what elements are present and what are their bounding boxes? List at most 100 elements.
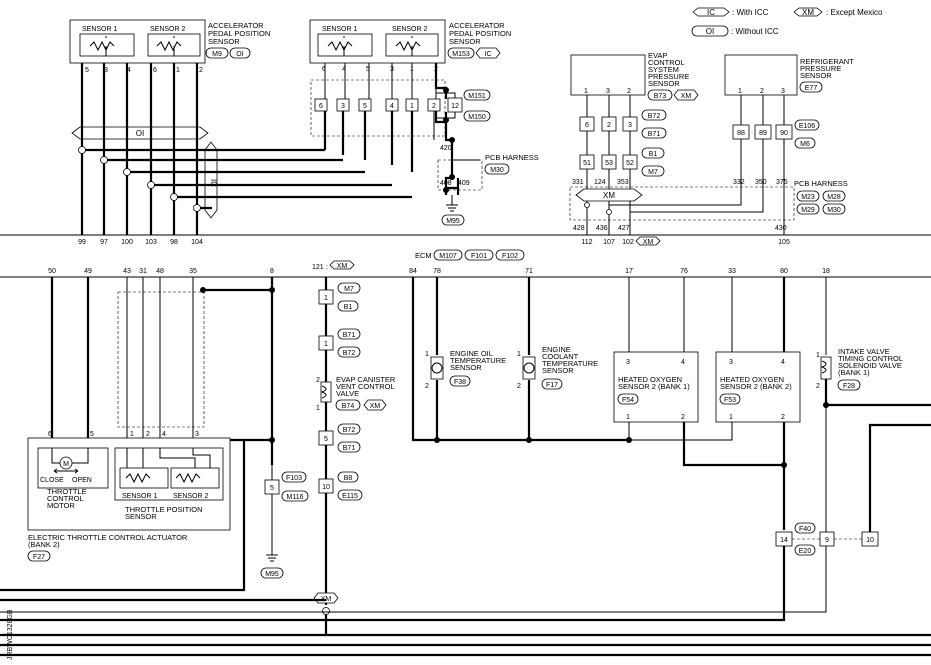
bottom-harness [0, 598, 931, 657]
close-label: CLOSE [40, 477, 64, 484]
refr-conn: E77 [805, 85, 818, 92]
ho2s-bank2: 3 4 HEATED OXYGEN SENSOR 2 (BANK 2) F53 … [629, 277, 801, 530]
ect-l3: TEMPERATURE [542, 359, 598, 368]
app2-conn: M153 [452, 51, 470, 58]
ivt-l3: SOLENOID VALVE [838, 361, 902, 370]
valve-conn: B74 [342, 403, 355, 410]
wire: 436 [596, 225, 608, 232]
wire: 332 [733, 179, 745, 186]
ecm-label: ECM M107 F101 F102 [415, 249, 525, 261]
evap-l3: SYSTEM [648, 65, 679, 74]
accelerator-pedal-sensor-ic: SENSOR 1 SENSOR 2 ACCELERATOR PEDAL POSI… [309, 19, 511, 137]
pcb2-c2: M28 [827, 194, 841, 201]
ecm-pin: 107 [603, 239, 615, 246]
xm-102: XM [643, 239, 654, 246]
pin: 1 [626, 414, 630, 421]
ect-p2: 2 [517, 383, 521, 390]
pcb1-gnd: M95 [446, 218, 460, 225]
legend-oi: OI [706, 27, 714, 36]
pcb-harness-2: XM PCB HARNESS M23 M28 M29 M30 428 436 4… [569, 179, 848, 235]
evap-j1c2: B71 [648, 131, 661, 138]
sensor1-label: SENSOR 1 [82, 26, 118, 33]
ecm-pin: 35 [189, 268, 197, 275]
tps-sensor2: SENSOR 2 [173, 493, 209, 500]
pin: 1 [738, 88, 742, 95]
app1-name-l3: SENSOR [208, 37, 240, 46]
pin: 2 [627, 88, 631, 95]
valve-l3: VALVE [336, 389, 359, 398]
evap-conn: B73 [654, 93, 667, 100]
xm-121: XM [337, 263, 348, 270]
ecm-pin: 71 [525, 268, 533, 275]
ivt-conn: F28 [843, 383, 855, 390]
valve-j3c2: B71 [343, 445, 356, 452]
app1-wiring [78, 63, 412, 235]
ecm-pin: 76 [680, 268, 688, 275]
app2-name-l3: SENSOR [449, 37, 481, 46]
open-label: OPEN [72, 477, 92, 484]
gnd2-gnd: M95 [265, 571, 279, 578]
pin: 4 [781, 359, 785, 366]
app1-name-l1: ACCELERATOR [208, 21, 264, 30]
ecm-pin: 48 [156, 268, 164, 275]
evap-vent-valve: 1 M7 B1 1 B71 B72 2 1 EVAP CANISTER VENT… [313, 277, 396, 615]
pin: 1 [584, 88, 588, 95]
gnd2-pin: 5 [270, 485, 274, 492]
pcb1-wire: 420 [440, 145, 452, 152]
pin: 3 [729, 359, 733, 366]
pin: 2 [760, 88, 764, 95]
ho2s1-l2: SENSOR 2 (BANK 1) [618, 382, 690, 391]
valve-j3c1: B72 [343, 427, 356, 434]
pin: 2 [199, 67, 203, 74]
legend-ic-text: : With ICC [732, 8, 769, 17]
valve-j4c1: B8 [344, 475, 353, 482]
valve-pin-t: 2 [316, 377, 320, 384]
valve-j1: 1 [324, 295, 328, 302]
jpin: 2 [607, 122, 611, 129]
jf-c1: F40 [799, 526, 811, 533]
ecm-pin: 100 [121, 239, 133, 246]
wire: 428 [573, 225, 585, 232]
evap-j2c2: M7 [648, 169, 658, 176]
app2-name-l2: PEDAL POSITION [449, 29, 511, 38]
valve-j2: 1 [324, 341, 328, 348]
jpin: 4 [390, 103, 394, 110]
gnd2-c1: F103 [286, 475, 302, 482]
p121-colon: : [326, 264, 328, 271]
pin: 1 [176, 67, 180, 74]
ecm-c3: F102 [502, 253, 518, 260]
wire: 427 [618, 225, 630, 232]
ecm-pin: 112 [581, 239, 592, 246]
pcb1-p2: 409 [458, 180, 470, 187]
refrigerant-pressure-sensor: REFRIGERANT PRESSURE SENSOR E77 1 2 3 88… [609, 54, 854, 225]
ivt-l1: INTAKE VALVE [838, 347, 890, 356]
ho2s-bank1: 3 4 HEATED OXYGEN SENSOR 2 (BANK 1) F54 … [613, 277, 784, 467]
pin: 2 [146, 431, 150, 438]
ecm-pin: 104 [191, 239, 203, 246]
pin: 5 [85, 67, 89, 74]
figure-code: JRBWC1328GB [7, 609, 14, 660]
refr-l3: SENSOR [800, 71, 832, 80]
pin: 3 [606, 88, 610, 95]
ivt-l4: (BANK 1) [838, 368, 870, 377]
app2-name-l1: ACCELERATOR [449, 21, 505, 30]
pin: 4 [127, 67, 131, 74]
refr-jc2: M6 [800, 141, 810, 148]
app2-wiring [323, 63, 456, 172]
valve-l2: VENT CONTROL [336, 382, 395, 391]
eot-p1: 1 [425, 351, 429, 358]
pin: 1 [729, 414, 733, 421]
ecm-pin: 98 [170, 239, 178, 246]
jf-c2: E20 [799, 548, 812, 555]
pin: 6 [48, 431, 52, 438]
pcb-harness-1: 420 408 409 PCB HARNESS M30 M95 [437, 122, 539, 226]
evap-l5: SENSOR [648, 79, 680, 88]
ecm-pin: 105 [778, 239, 790, 246]
jf-p10: 10 [866, 537, 874, 544]
ecm-pins-mid: 112 107 102 XM 105 [581, 236, 790, 246]
ect-conn: F17 [546, 382, 558, 389]
jpin: 90 [780, 130, 788, 137]
ect-p1: 1 [517, 351, 521, 358]
jpin: 2 [432, 103, 436, 110]
